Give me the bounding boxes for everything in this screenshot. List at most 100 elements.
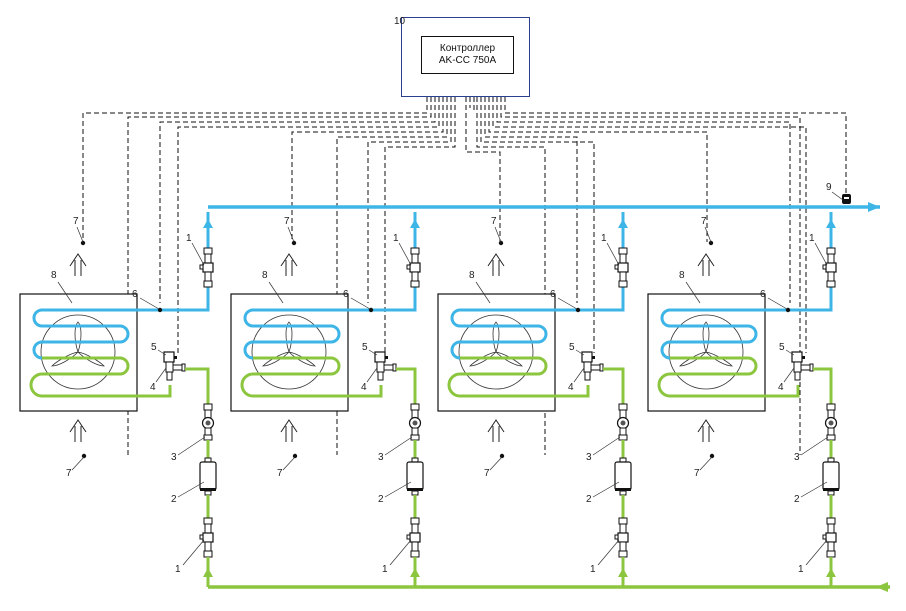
unit-2-filter-drier-outlet <box>411 490 419 496</box>
unit-1-callout-7-bottom: 7 <box>66 468 72 479</box>
unit-2-callout-7-bottom-leader <box>282 456 296 471</box>
unit-1-callout-1-liquid-leader <box>182 539 205 566</box>
unit-4-callout-8-leader <box>685 281 701 304</box>
unit-3-air-in-sensor <box>499 453 505 459</box>
unit-3-callout-7-top-leader <box>494 226 502 243</box>
unit-4-liquid-ball-valve-stem <box>822 534 827 540</box>
unit-3-callout-8-leader <box>475 281 491 304</box>
unit-2-suction-flow-arrow <box>410 219 420 228</box>
unit-3-callout-3-leader <box>592 436 621 456</box>
unit-2-liquid-ball-valve-cap-bot <box>410 550 420 558</box>
unit-2-expansion-assembly-outlet-port <box>377 371 384 381</box>
unit-2-suction-ball-valve-cap-bot <box>410 280 420 288</box>
unit-1-callout-1-liquid: 1 <box>175 564 181 575</box>
unit-2-liquid-branch-top <box>396 367 417 404</box>
unit-3-suction-ball-valve-stem <box>614 264 619 270</box>
unit-4-callout-7-bottom: 7 <box>694 468 700 479</box>
control-wire-right-2 <box>500 97 801 455</box>
unit-3-expansion-assembly-outlet-port <box>584 371 591 381</box>
unit-3-liquid-ball-valve-stem <box>614 534 619 540</box>
unit-2-callout-5: 5 <box>362 342 368 353</box>
unit-4-callout-3: 3 <box>794 452 800 463</box>
unit-3-filter-drier-shell <box>614 461 632 491</box>
unit-2-callout-1-liquid: 1 <box>382 564 388 575</box>
unit-3-sight-glass-cap-bot <box>618 434 628 441</box>
unit-1-air-out-arrow <box>69 253 87 276</box>
unit-1-callout-2: 2 <box>171 494 177 505</box>
unit-3-callout-5-leader <box>575 349 585 356</box>
unit-3-callout-7-bottom: 7 <box>484 468 490 479</box>
callout-9: 9 <box>826 182 832 193</box>
unit-1-sight-glass-indicator <box>205 420 211 426</box>
unit-4-suction-flow-arrow <box>826 219 836 228</box>
control-wire-right-5 <box>488 97 708 242</box>
unit-2-callout-8-leader <box>268 281 284 304</box>
controller-label: Контроллер AK-CC 750A <box>421 36 514 74</box>
callout-10: 10 <box>394 16 406 27</box>
unit-2-liquid-ball-valve-stem <box>406 534 411 540</box>
controller-box <box>401 17 530 97</box>
control-wire-left-5 <box>291 97 444 242</box>
unit-4-liquid-ball-valve-cap-bot <box>826 550 836 558</box>
unit-3-callout-2-leader <box>592 481 620 498</box>
unit-3-callout-8: 8 <box>469 270 475 281</box>
unit-2-liquid-ball-valve-housing <box>409 532 421 543</box>
control-wire-right-6 <box>484 97 578 303</box>
unit-2-fan-housing <box>251 314 327 390</box>
unit-1-air-in-sensor <box>81 453 87 459</box>
unit-4-callout-6: 6 <box>760 289 766 300</box>
unit-4-callout-1-suction: 1 <box>809 233 815 244</box>
unit-3-liquid-ball-valve-housing <box>617 532 629 543</box>
unit-1-filter-drier-shell <box>199 461 217 491</box>
unit-3-callout-3: 3 <box>586 452 592 463</box>
unit-3-callout-1-suction: 1 <box>601 233 607 244</box>
unit-3-sight-glass-body-top <box>619 409 627 419</box>
unit-1-filter-drier-outlet <box>204 490 212 496</box>
unit-3-callout-7-top: 7 <box>491 216 497 227</box>
unit-1-air-in-arrow <box>69 419 87 442</box>
control-wire-left-8 <box>384 97 456 353</box>
unit-1-coil-liquid <box>29 356 172 398</box>
unit-2-expansion-assembly-solenoid-terminal <box>385 356 388 359</box>
unit-3-air-out-arrow <box>487 253 505 276</box>
unit-4-callout-3-leader <box>800 436 829 456</box>
control-wire-right-1 <box>504 97 847 193</box>
unit-1-suction-flow-arrow <box>203 219 213 228</box>
unit-3-callout-7-bottom-leader <box>489 456 503 471</box>
unit-1-callout-1-suction: 1 <box>186 233 192 244</box>
unit-2-filter-drier-shell <box>406 461 424 491</box>
unit-1-suction-ball-valve-housing <box>202 262 214 273</box>
unit-4-expansion-assembly-solenoid-coil <box>791 351 803 363</box>
unit-2-callout-2: 2 <box>378 494 384 505</box>
unit-1-expansion-assembly-solenoid-terminal <box>174 356 177 359</box>
unit-3-sight-glass-cap-top <box>618 403 628 411</box>
unit-1-callout-5-leader <box>157 349 167 356</box>
unit-1-sight-glass-cap-top <box>203 403 213 411</box>
unit-4-callout-4: 4 <box>778 382 784 393</box>
unit-4-coil-liquid <box>657 356 800 398</box>
unit-3-suction-ball-valve-cap-top <box>618 247 628 255</box>
unit-3-suction-ball-valve-housing <box>617 262 629 273</box>
unit-4-fan-housing <box>668 314 744 390</box>
unit-2-callout-7-bottom: 7 <box>277 468 283 479</box>
unit-2-callout-6: 6 <box>343 289 349 300</box>
unit-4-expansion-assembly-outlet-port <box>794 371 801 381</box>
unit-4-callout-1-liquid: 1 <box>798 564 804 575</box>
unit-4-expansion-assembly-solenoid-terminal <box>802 356 805 359</box>
unit-3-fan-housing <box>458 314 534 390</box>
unit-1-expansion-assembly-valve-body <box>165 361 174 373</box>
unit-2-air-out-sensor <box>291 240 297 246</box>
unit-1-fan-housing <box>40 314 116 390</box>
unit-4-suction-ball-valve-cap-bot <box>826 280 836 288</box>
unit-3-filter-drier-band <box>615 488 631 491</box>
unit-4-liquid-flow-arrow <box>826 568 836 577</box>
unit-4-sight-glass-cap-top <box>826 403 836 411</box>
unit-4-air-out-arrow <box>697 253 715 276</box>
suction-outlet-arrow <box>868 202 880 212</box>
unit-2-expansion-assembly-solenoid-coil <box>374 351 386 363</box>
unit-1-sight-glass-cap-bot <box>203 434 213 441</box>
unit-1-suction-ball-valve-stem <box>199 264 204 270</box>
unit-2-liquid-ball-valve-cap-top <box>410 517 420 525</box>
unit-4-callout-7-top: 7 <box>701 216 707 227</box>
unit-2-callout-7-top: 7 <box>284 216 290 227</box>
